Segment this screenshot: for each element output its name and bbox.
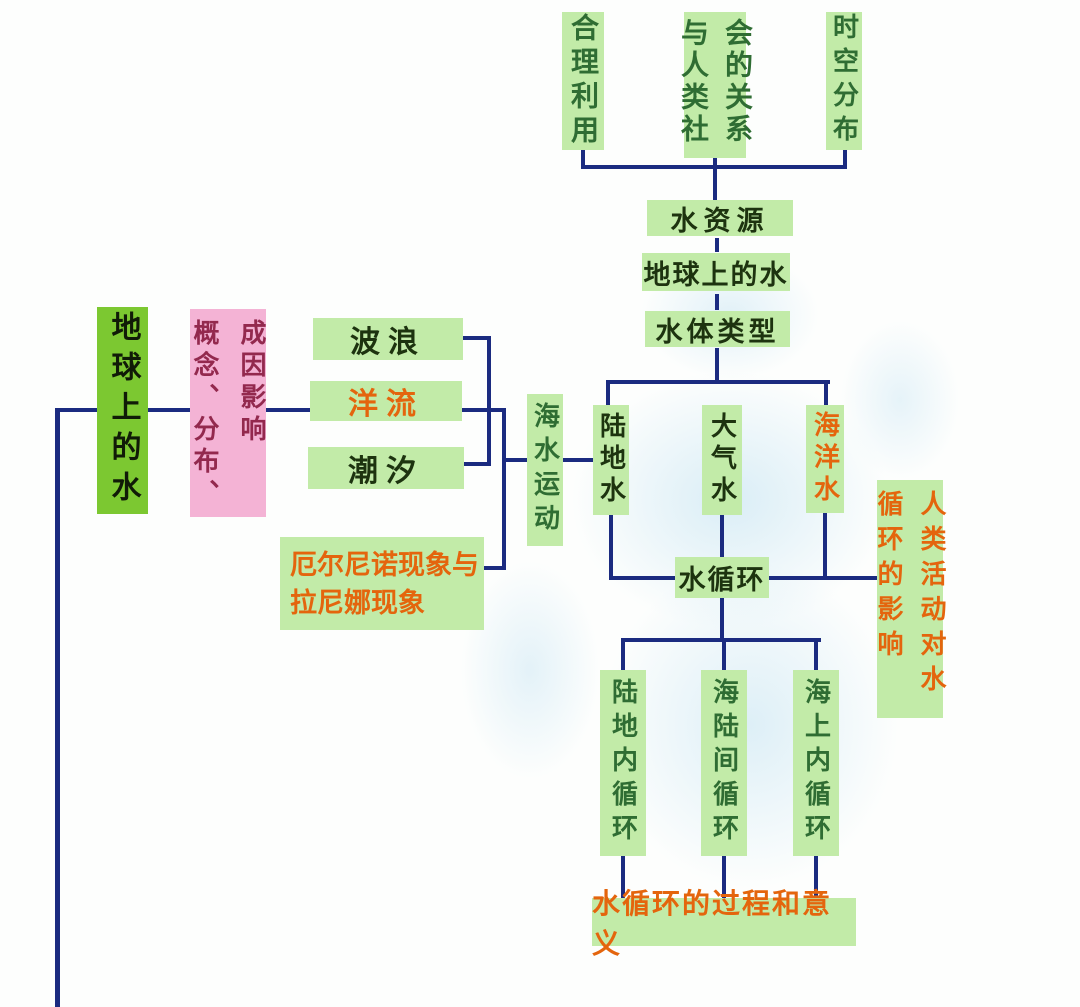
connector-line <box>265 408 310 412</box>
node-spatiotemporal-distribution: 时空分布 <box>826 12 862 150</box>
connector-line <box>504 458 529 462</box>
connector-line <box>581 165 847 169</box>
node-concept-cause-distribution: 概念、分布、 成因影响 <box>189 309 266 517</box>
connector-line <box>824 384 828 406</box>
connector-line <box>621 855 625 898</box>
node-human-impact-col-left: 循环的影响 <box>873 490 903 665</box>
node-tides-label: 潮汐 <box>348 454 424 489</box>
connector-line <box>720 515 724 558</box>
connector-line <box>843 147 847 167</box>
connector-line <box>621 638 821 642</box>
node-atmospheric-water: 大气水 <box>702 405 742 515</box>
connector-line <box>462 408 506 412</box>
connector-line <box>483 566 506 570</box>
node-water-resources-label: 水资源 <box>670 205 770 237</box>
node-waves-label: 波浪 <box>350 325 426 360</box>
node-seawater-movement-label: 海水运动 <box>529 402 560 538</box>
connector-line <box>55 408 97 412</box>
connector-line <box>606 384 610 406</box>
node-water-on-earth-center-label: 地球上的水 <box>643 259 789 291</box>
node-el-nino-line-1: 厄尔尼诺现象与 <box>290 550 479 581</box>
node-water-cycle: 水循环 <box>675 557 769 598</box>
connector-line <box>463 336 489 340</box>
connector-line <box>563 458 595 462</box>
connector-line <box>147 408 190 412</box>
connector-line <box>722 640 726 670</box>
connector-line <box>606 380 830 384</box>
node-land-water: 陆地水 <box>593 405 629 515</box>
node-land-water-label: 陆地水 <box>595 412 626 508</box>
connector-line <box>715 238 719 252</box>
node-sea-land-cycle-label: 海陆间循环 <box>708 678 739 848</box>
connector-line <box>581 147 585 167</box>
node-rational-use-label: 合理利用 <box>567 13 600 149</box>
node-atmospheric-water-label: 大气水 <box>706 412 737 508</box>
node-human-impact-col-right: 人类活动对水 <box>916 490 946 700</box>
node-water-body-types: 水体类型 <box>645 311 790 348</box>
node-waves: 波浪 <box>313 318 463 360</box>
node-spatiotemporal-label: 时空分布 <box>828 13 859 149</box>
node-el-nino-line-2: 拉尼娜现象 <box>290 588 425 619</box>
node-process-significance-label: 水循环的过程和意义 <box>592 887 833 960</box>
node-human-activity-impact: 循环的影响 人类活动对水 <box>873 480 946 718</box>
node-rational-use: 合理利用 <box>562 12 604 150</box>
node-sea-internal-cycle: 海上内循环 <box>793 670 839 856</box>
node-water-on-earth-center: 地球上的水 <box>642 253 790 291</box>
connector-line <box>715 294 719 310</box>
connector-line <box>487 336 491 466</box>
node-ocean-water: 海洋水 <box>806 405 844 513</box>
connector-line <box>715 348 719 382</box>
node-concept-col-2: 成因影响 <box>236 319 266 447</box>
connector-line <box>814 640 818 670</box>
node-land-internal-cycle: 陆地内循环 <box>600 670 646 856</box>
connector-line <box>462 462 489 466</box>
node-ocean-currents-label: 洋流 <box>348 387 424 422</box>
node-sea-internal-cycle-label: 海上内循环 <box>800 678 831 848</box>
node-concept-col-1: 概念、分布、 <box>189 319 219 511</box>
node-water-cycle-process-significance: 水循环的过程和意义 <box>592 887 856 960</box>
background-wash <box>840 320 960 480</box>
node-el-nino-la-nina: 厄尔尼诺现象与 拉尼娜现象 <box>280 537 484 630</box>
node-land-internal-cycle-label: 陆地内循环 <box>607 678 638 848</box>
connector-line <box>769 576 877 580</box>
node-water-on-earth-root: 地球上的水 <box>97 307 148 514</box>
node-ocean-currents: 洋流 <box>310 381 462 422</box>
connector-line <box>713 169 717 202</box>
node-water-body-types-label: 水体类型 <box>655 316 780 348</box>
connector-line <box>823 513 827 580</box>
node-sea-land-cycle: 海陆间循环 <box>701 670 747 856</box>
node-water-resources: 水资源 <box>647 200 793 237</box>
node-seawater-movement: 海水运动 <box>527 394 563 546</box>
connector-line <box>621 640 625 670</box>
connector-line <box>55 408 60 1007</box>
connector-line <box>502 408 506 570</box>
connector-line <box>720 598 724 640</box>
connector-line <box>814 855 818 898</box>
node-water-on-earth-root-label: 地球上的水 <box>105 310 141 511</box>
node-relation-col-1: 与人类社 <box>677 18 710 146</box>
connector-line <box>722 855 726 898</box>
node-water-cycle-label: 水循环 <box>678 565 766 596</box>
node-tides: 潮汐 <box>308 447 464 489</box>
node-relation-col-2: 会的关系 <box>721 18 754 146</box>
connector-line <box>713 152 717 167</box>
node-relation-with-human-society: 与人类社 会的关系 <box>677 12 754 158</box>
connector-line <box>611 576 675 580</box>
node-ocean-water-label: 海洋水 <box>809 411 840 507</box>
connector-line <box>609 515 613 580</box>
